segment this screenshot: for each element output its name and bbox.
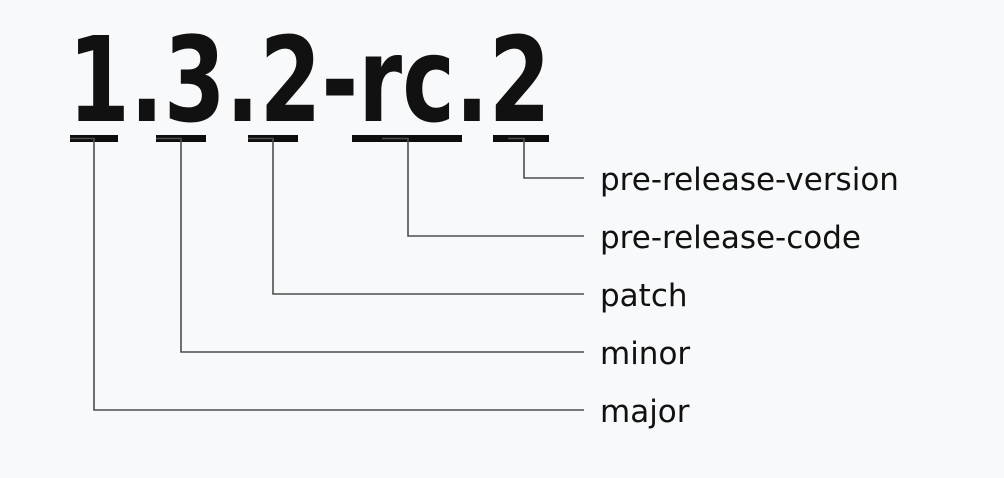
leader-line-patch	[248, 137, 584, 295]
label-minor: minor	[600, 336, 690, 372]
leader-line-minor	[156, 137, 584, 353]
leader-line-pre-release-code	[382, 137, 584, 237]
label-major: major	[600, 394, 690, 430]
label-pre-release-version: pre-release-version	[600, 162, 899, 198]
leader-line-pre-release-version	[508, 137, 584, 179]
version-text: 1.3.2-rc.2	[68, 11, 551, 149]
label-pre-release-code: pre-release-code	[600, 220, 861, 256]
leader-line-major	[70, 137, 584, 411]
label-patch: patch	[600, 278, 688, 314]
